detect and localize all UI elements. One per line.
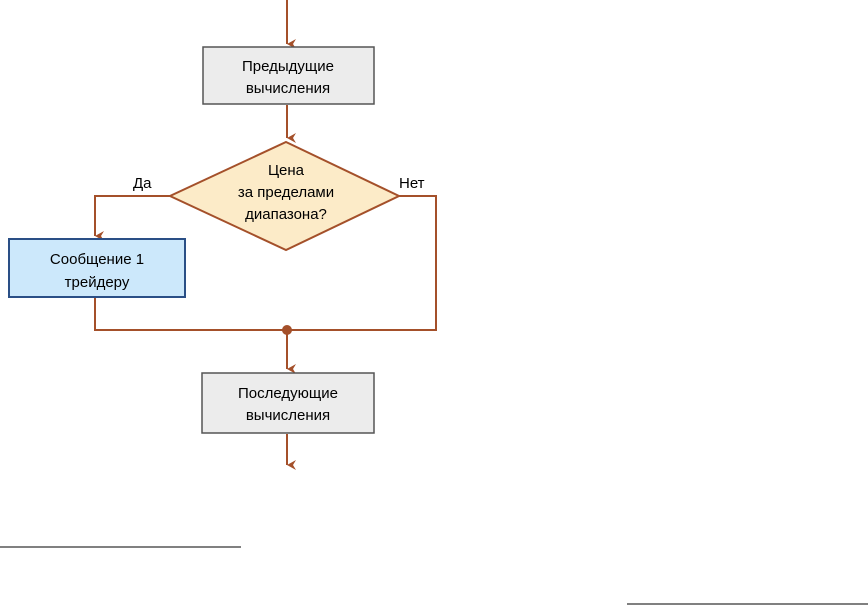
next-step-line2: вычисления xyxy=(246,407,330,424)
message-step-box: Сообщение 1 трейдеру xyxy=(9,239,185,297)
next-step-line1: Последующие xyxy=(238,385,338,402)
yes-branch-line xyxy=(95,196,170,236)
decision-line3: диапазона? xyxy=(245,206,327,223)
decision-line2: за пределами xyxy=(238,184,334,201)
prev-step-line1: Предыдущие xyxy=(242,58,334,75)
decision-diamond: Цена за пределами диапазона? xyxy=(170,142,399,250)
message-merge-line xyxy=(95,298,287,330)
no-label: Нет xyxy=(399,175,425,192)
merge-junction-dot xyxy=(282,325,292,335)
prev-step-line2: вычисления xyxy=(246,80,330,97)
next-step-box: Последующие вычисления xyxy=(202,373,374,433)
yes-label: Да xyxy=(133,175,152,192)
prev-step-box: Предыдущие вычисления xyxy=(203,47,374,104)
message-step-line1: Сообщение 1 xyxy=(50,251,144,268)
message-step-line2: трейдеру xyxy=(65,274,130,291)
decision-line1: Цена xyxy=(268,162,305,179)
